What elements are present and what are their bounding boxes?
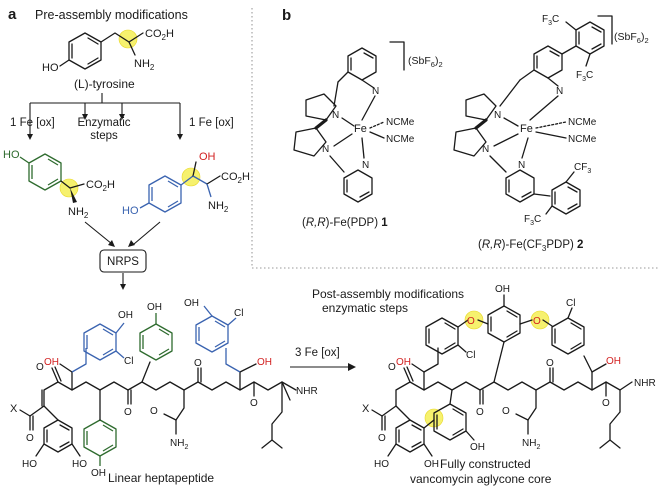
catalyst-1-structure: N N N Fe NCMe NCMe N bbox=[293, 41, 415, 203]
linear-heptapeptide-structure: O O O O X O HO HO OH OH Cl bbox=[10, 298, 318, 479]
svg-text:Cl: Cl bbox=[566, 298, 575, 309]
svg-text:O: O bbox=[124, 407, 132, 418]
svg-text:O: O bbox=[602, 398, 610, 409]
svg-text:N: N bbox=[482, 144, 489, 155]
enzymatic-steps-label-1: Enzymatic bbox=[77, 117, 130, 129]
svg-text:Cl: Cl bbox=[234, 308, 243, 319]
post-assembly-title: Post-assembly modifications bbox=[312, 287, 464, 301]
svg-text:F3C: F3C bbox=[542, 14, 559, 27]
svg-text:OH: OH bbox=[424, 459, 439, 470]
svg-text:HO: HO bbox=[3, 149, 20, 161]
svg-text:OH: OH bbox=[495, 284, 510, 295]
svg-text:NCMe: NCMe bbox=[568, 134, 597, 145]
svg-text:HO: HO bbox=[122, 205, 139, 217]
svg-text:O: O bbox=[476, 407, 484, 418]
svg-text:O: O bbox=[388, 362, 396, 373]
svg-text:OH: OH bbox=[147, 302, 162, 313]
svg-text:F3C: F3C bbox=[576, 70, 593, 83]
svg-text:OH: OH bbox=[606, 356, 621, 367]
svg-text:NH2: NH2 bbox=[170, 438, 188, 451]
vancomycin-aglycone-structure: O O O O X O HO OH OH OH bbox=[362, 284, 656, 470]
svg-text:HO: HO bbox=[374, 459, 389, 470]
highlight-ether-left bbox=[464, 310, 484, 330]
svg-text:OH: OH bbox=[44, 357, 59, 368]
core-label-line2: vancomycin aglycone core bbox=[410, 472, 552, 486]
svg-text:O: O bbox=[533, 316, 541, 327]
enzymatic-steps-label-2: steps bbox=[90, 130, 118, 142]
svg-text:N: N bbox=[518, 160, 525, 171]
svg-text:O: O bbox=[194, 358, 202, 369]
core-label-line1: Fully constructed bbox=[440, 457, 531, 471]
svg-text:HO: HO bbox=[72, 459, 87, 470]
reaction-arrow bbox=[290, 363, 356, 371]
svg-text:N: N bbox=[372, 86, 379, 97]
svg-text:O: O bbox=[250, 398, 258, 409]
svg-text:O: O bbox=[150, 406, 158, 417]
svg-text:NCMe: NCMe bbox=[568, 117, 597, 128]
nrps-label: NRPS bbox=[107, 256, 139, 268]
tyrosine-molecule: CO2H NH2 HO bbox=[42, 28, 174, 74]
hydroxyphenylglycine-molecule: HO CO2H NH2 bbox=[3, 149, 115, 220]
panel-b-letter: b bbox=[282, 7, 291, 24]
svg-text:O: O bbox=[378, 433, 386, 444]
svg-text:NH2: NH2 bbox=[134, 58, 155, 72]
nrps-convergence-arrows bbox=[84, 221, 161, 247]
svg-text:OH: OH bbox=[199, 151, 216, 163]
oxidation-right-label: 1 Fe [ox] bbox=[189, 117, 234, 129]
catalyst-2-counterion: (SbF6)2 bbox=[614, 31, 649, 45]
svg-text:O: O bbox=[546, 358, 554, 369]
svg-text:N: N bbox=[322, 144, 329, 155]
svg-text:NHR: NHR bbox=[296, 386, 318, 397]
nrps-box bbox=[99, 249, 147, 273]
panel-a-letter: a bbox=[8, 6, 17, 23]
svg-text:O: O bbox=[26, 433, 34, 444]
svg-text:NCMe: NCMe bbox=[386, 117, 415, 128]
pre-assembly-title: Pre-assembly modifications bbox=[35, 8, 188, 22]
svg-text:CF3: CF3 bbox=[574, 162, 591, 175]
svg-text:X: X bbox=[362, 403, 370, 415]
catalyst-2-label: (R,R)-Fe(CF3PDP) 2 bbox=[478, 239, 583, 253]
svg-text:N: N bbox=[494, 110, 501, 121]
svg-text:NH2: NH2 bbox=[68, 206, 89, 220]
catalyst-1-label: (R,R)-Fe(PDP) 1 bbox=[302, 217, 388, 229]
svg-text:NHR: NHR bbox=[634, 378, 656, 389]
svg-text:Cl: Cl bbox=[466, 350, 475, 361]
svg-text:N: N bbox=[362, 160, 369, 171]
oxidation-three-label: 3 Fe [ox] bbox=[295, 347, 340, 359]
svg-text:O: O bbox=[467, 316, 475, 327]
svg-text:OH: OH bbox=[257, 357, 272, 368]
svg-text:OH: OH bbox=[118, 310, 133, 321]
catalyst-2-fe: Fe bbox=[520, 123, 533, 135]
svg-text:Cl: Cl bbox=[124, 356, 133, 367]
svg-text:NCMe: NCMe bbox=[386, 134, 415, 145]
svg-text:CO2H: CO2H bbox=[145, 28, 174, 42]
catalyst-1-counterion: (SbF6)2 bbox=[408, 55, 443, 69]
svg-text:F3C: F3C bbox=[524, 214, 541, 227]
svg-text:NH2: NH2 bbox=[208, 200, 229, 214]
svg-text:CO2H: CO2H bbox=[221, 171, 250, 185]
oxidation-left-label: 1 Fe [ox] bbox=[10, 117, 55, 129]
svg-text:OH: OH bbox=[396, 357, 411, 368]
svg-text:CO2H: CO2H bbox=[86, 179, 115, 193]
svg-text:HO: HO bbox=[22, 459, 37, 470]
svg-text:HO: HO bbox=[42, 62, 59, 74]
catalyst-2-structure: F3C F3C N N N Fe NCMe NCMe N bbox=[453, 14, 613, 227]
catalyst-1-fe: Fe bbox=[354, 123, 367, 135]
svg-text:OH: OH bbox=[184, 298, 199, 309]
svg-text:OH: OH bbox=[470, 442, 485, 453]
svg-text:OH: OH bbox=[91, 468, 106, 479]
svg-text:X: X bbox=[10, 403, 18, 415]
svg-text:N: N bbox=[556, 86, 563, 97]
svg-text:NH2: NH2 bbox=[522, 438, 540, 451]
split-arrows bbox=[27, 93, 183, 140]
svg-text:O: O bbox=[36, 362, 44, 373]
linear-heptapeptide-label: Linear heptapeptide bbox=[108, 471, 214, 485]
beta-hydroxytyrosine-molecule: OH HO CO2H NH2 bbox=[122, 151, 250, 217]
svg-text:N: N bbox=[332, 110, 339, 121]
svg-text:O: O bbox=[502, 406, 510, 417]
highlight-tyrosine-beta bbox=[118, 29, 138, 49]
post-assembly-subtitle: enzymatic steps bbox=[322, 301, 408, 315]
tyrosine-label: (L)-tyrosine bbox=[74, 77, 135, 91]
